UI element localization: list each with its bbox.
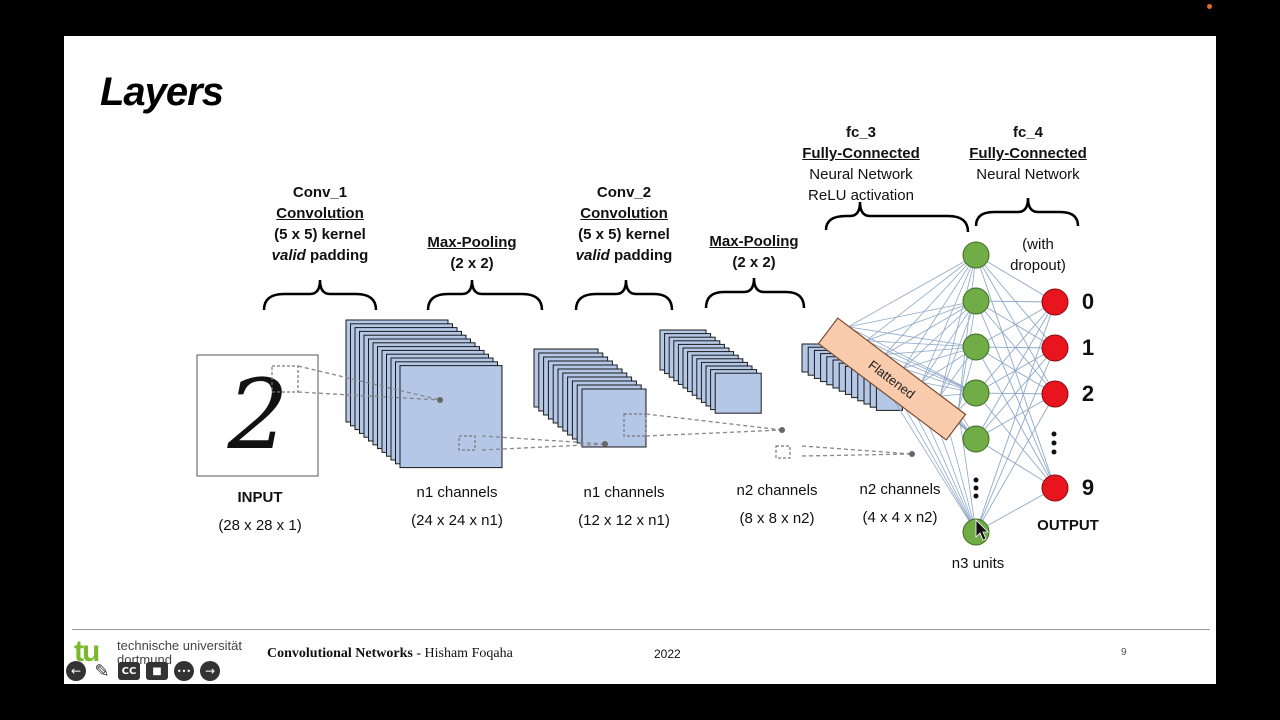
connection-line [975, 393, 1056, 533]
connection-line [866, 254, 977, 342]
projection-lines [297, 365, 913, 457]
braces [262, 197, 1080, 311]
label-map4: n2 channels (4 x 4 x n2) [859, 481, 941, 526]
connection-line [921, 254, 977, 383]
feature-map [714, 372, 762, 414]
pen-icon[interactable]: ✎ [94, 660, 110, 682]
video-camera-icon[interactable]: ■ [146, 662, 168, 680]
connection-line [975, 347, 1056, 440]
connection-line [866, 300, 977, 342]
connection-line [847, 254, 977, 328]
connection-line [975, 301, 1056, 394]
label-map3: n2 channels (8 x 8 x n2) [736, 482, 818, 527]
feature-map-stack-3 [659, 329, 762, 414]
projection-dots [437, 397, 915, 457]
output-node [1041, 334, 1069, 362]
handwritten-digit: 2 [226, 359, 288, 471]
brace-pool1 [426, 279, 544, 311]
connection-line [884, 300, 977, 355]
output-digit-2: 2 [1081, 381, 1095, 406]
output-digit-0: 0 [1081, 289, 1095, 314]
hidden-node [962, 333, 990, 361]
label-fc4: fc_4 Fully-Connected Neural Network [969, 124, 1087, 183]
connection-line [975, 254, 1056, 303]
output-node [1041, 288, 1069, 316]
label-fc3: fc_3 Fully-Connected Neural Network ReLU… [802, 124, 920, 204]
page-number: 9 [1121, 647, 1127, 658]
label-input: INPUT (28 x 28 x 1) [218, 489, 302, 534]
connection-line [902, 300, 977, 369]
label-n3-units: n3 units [951, 555, 1005, 572]
footer-divider [72, 629, 1210, 630]
ellipsis-hidden [973, 477, 979, 499]
brace-fc4 [974, 197, 1080, 227]
hidden-node [962, 379, 990, 407]
hidden-node [962, 425, 990, 453]
connection-line [866, 340, 977, 394]
more-icon[interactable]: ••• [174, 661, 194, 681]
connection-line [957, 254, 977, 410]
label-conv1: Conv_1 Convolution (5 x 5) kernel valid … [271, 184, 369, 264]
connection-line [975, 301, 1056, 348]
footer-title: Convolutional Networks - Hisham Foqaha [267, 646, 513, 661]
connection-line [902, 254, 977, 369]
output-node [1041, 380, 1069, 408]
feature-map [581, 388, 647, 448]
connection-line [975, 487, 1056, 533]
connection-line [939, 254, 977, 397]
feature-map [399, 365, 503, 469]
footer-year: 2022 [654, 647, 681, 661]
hidden-node [962, 241, 990, 269]
recording-indicator [1207, 4, 1212, 9]
connection-line [975, 300, 1056, 489]
label-dropout: (with dropout) [1010, 236, 1066, 274]
label-map1: n1 channels (24 x 24 x n1) [411, 484, 503, 529]
label-pool2: Max-Pooling (2 x 2) [709, 233, 799, 271]
cnn-diagram: 2 Flattened [196, 197, 1080, 546]
slide-title: Layers [100, 70, 224, 114]
closed-captions-icon[interactable]: CC [118, 662, 140, 680]
connection-line [866, 340, 977, 348]
connection-line [975, 301, 1056, 440]
connection-line [957, 409, 977, 533]
connection-line [939, 300, 977, 397]
player-controls: ← ✎ CC ■ ••• → [66, 660, 220, 682]
output-digit-9: 9 [1081, 475, 1095, 500]
output-digit-1: 1 [1081, 335, 1095, 360]
output-node [1041, 474, 1069, 502]
brace-conv1 [262, 279, 378, 311]
connection-line [884, 254, 977, 355]
brace-conv2 [574, 279, 674, 311]
ellipsis-output [1051, 431, 1057, 455]
arrow-right-icon[interactable]: → [200, 661, 220, 681]
hidden-node [962, 287, 990, 315]
label-pool1: Max-Pooling (2 x 2) [427, 234, 517, 272]
connection-line [975, 301, 1056, 533]
connection-line [921, 300, 977, 383]
connection-line [975, 254, 1056, 489]
label-map2: n1 channels (12 x 12 x n1) [578, 484, 670, 529]
feature-map-stack-2 [533, 348, 647, 448]
mouse-cursor-icon [975, 519, 989, 541]
connection-line [975, 347, 1056, 533]
input-image: 2 [196, 354, 319, 477]
arrow-left-icon[interactable]: ← [66, 661, 86, 681]
slide: Layers 2 [64, 36, 1216, 684]
receptive-fields [458, 413, 791, 459]
label-conv2: Conv_2 Convolution (5 x 5) kernel valid … [575, 184, 673, 264]
label-output: OUTPUT [1037, 517, 1099, 534]
feature-map-stack-1 [345, 319, 503, 469]
connection-line [848, 326, 977, 348]
brace-fc3 [824, 201, 970, 233]
brace-pool2 [704, 277, 806, 309]
connection-line [884, 346, 977, 355]
